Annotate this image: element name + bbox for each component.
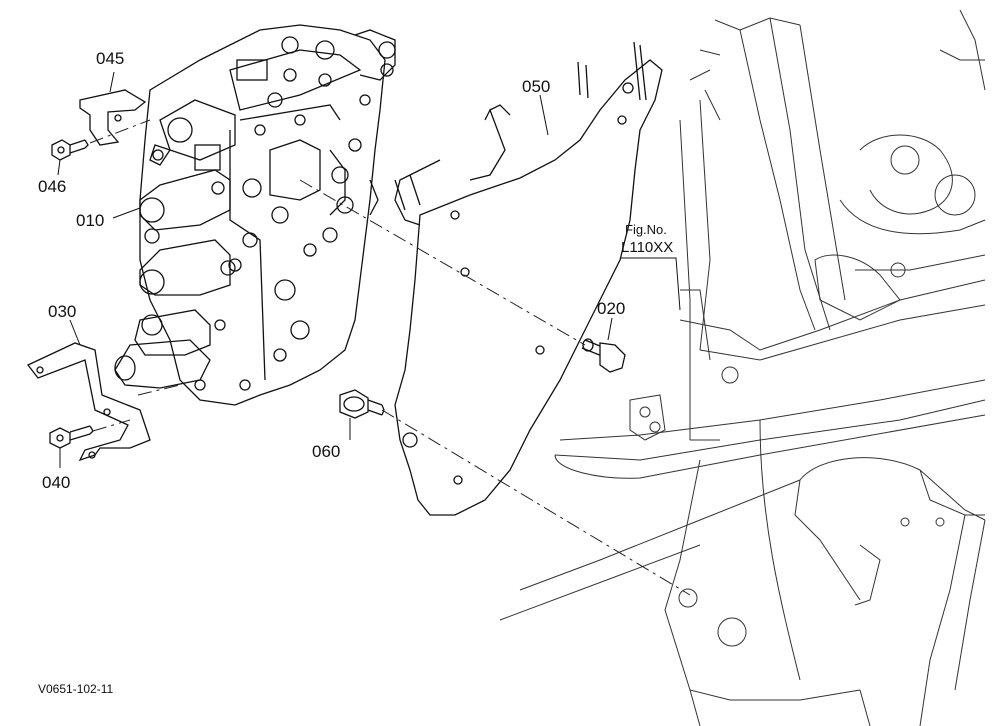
figure-reference: Fig.No. L110XX xyxy=(621,222,673,256)
bolt-060 xyxy=(339,389,385,419)
part-label-030: 030 xyxy=(48,302,76,321)
part-label-060: 060 xyxy=(312,442,340,461)
fig-no-label: Fig.No. xyxy=(625,222,667,237)
bolt-020 xyxy=(581,338,626,373)
part-label-040: 040 xyxy=(42,473,70,492)
assembly-centerlines xyxy=(89,119,691,596)
fig-number: L110XX xyxy=(621,239,673,256)
leader-lines xyxy=(57,71,681,468)
part-label-046: 046 xyxy=(38,177,66,196)
part-label-020: 020 xyxy=(597,299,625,318)
tractor-frame xyxy=(499,9,986,726)
control-valve-010 xyxy=(114,24,396,406)
bolt-040 xyxy=(49,425,94,449)
bolt-046 xyxy=(51,139,89,161)
part-label-045: 045 xyxy=(96,49,124,68)
bracket-030 xyxy=(26,342,151,462)
drawing-code: V0651-102-11 xyxy=(38,682,113,696)
part-labels: 045 046 010 050 020 030 040 060 xyxy=(38,49,625,492)
bracket-045 xyxy=(79,89,147,146)
part-label-050: 050 xyxy=(522,77,550,96)
bracket-050 xyxy=(394,41,663,516)
part-label-010: 010 xyxy=(76,211,104,230)
